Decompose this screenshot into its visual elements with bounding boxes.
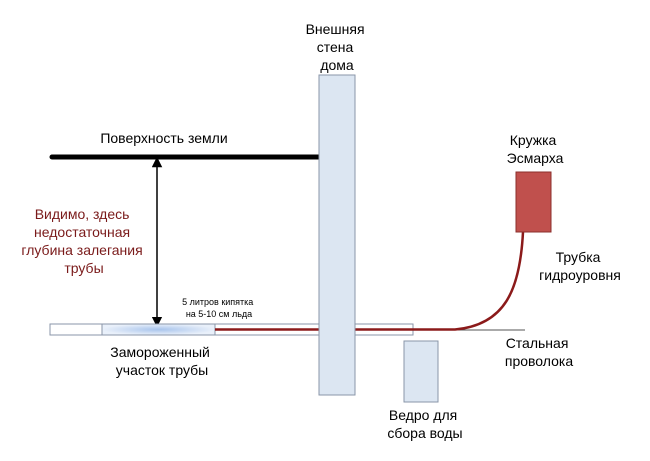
bucket-label: Ведро для сбора воды: [387, 407, 462, 441]
level-tube-label: Трубка гидроуровня: [539, 249, 621, 283]
water-bucket: [403, 340, 439, 403]
frozen-section-label: Замороженный участок трубы: [110, 344, 213, 378]
pipe-left-section: [49, 323, 103, 336]
mug-label: Кружка Эсмарха: [507, 132, 564, 166]
pipe-frozen-section: [101, 323, 216, 336]
depth-label: Видимо, здесь недостаточная глубина зале…: [21, 206, 146, 276]
wall-label: Внешняя стена дома: [306, 21, 369, 73]
steel-wire-label: Стальная проволока: [505, 335, 573, 369]
house-wall: [318, 74, 356, 396]
esmarch-mug: [515, 171, 552, 233]
level-tube: [215, 231, 525, 331]
boiling-water-label: 5 литров кипятка на 5-10 см льда: [182, 297, 256, 319]
ground-label: Поверхность земли: [100, 130, 227, 146]
